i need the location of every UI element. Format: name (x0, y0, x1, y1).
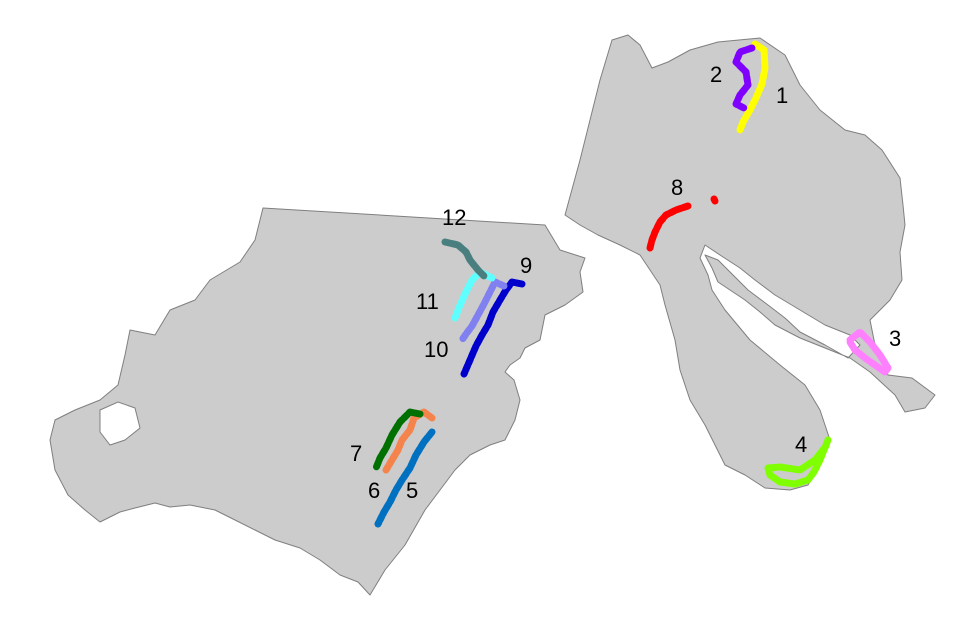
east-landmass (564, 34, 936, 491)
track-label-10: 10 (424, 337, 448, 362)
track-label-7: 7 (350, 441, 362, 466)
track-label-3: 3 (889, 326, 901, 351)
track-9 (460, 278, 526, 378)
track-8 (646, 202, 692, 252)
track-3 (846, 328, 892, 376)
track-8-point (710, 195, 719, 205)
track-label-1: 1 (776, 83, 788, 108)
west-lake (99, 401, 141, 446)
track-label-2: 2 (710, 62, 722, 87)
track-2 (732, 44, 756, 112)
track-label-5: 5 (406, 478, 418, 503)
track-label-11: 11 (416, 289, 439, 314)
track-label-8: 8 (671, 175, 683, 200)
track-5 (374, 428, 436, 528)
track-12 (441, 238, 488, 280)
track-4 (764, 436, 832, 488)
track-label-12: 12 (442, 205, 466, 230)
track-1 (736, 40, 769, 134)
track-7 (372, 408, 424, 472)
track-label-4: 4 (795, 432, 807, 457)
track-10 (458, 278, 508, 344)
track-label-6: 6 (368, 478, 380, 503)
track-label-9: 9 (520, 253, 532, 278)
west-landmass (49, 207, 586, 596)
